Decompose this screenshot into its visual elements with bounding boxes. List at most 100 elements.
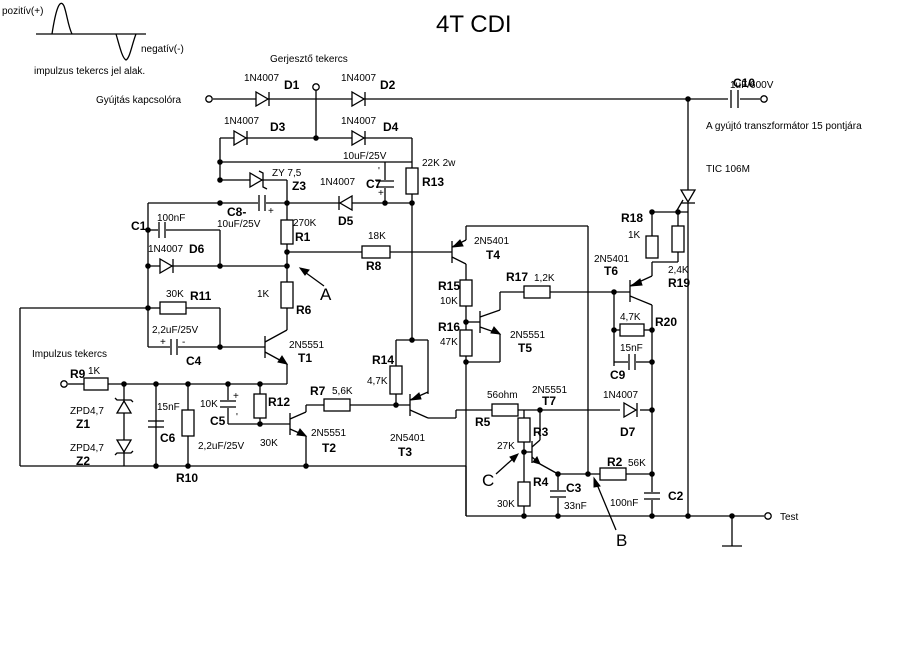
junction — [284, 249, 290, 255]
junction — [185, 381, 191, 387]
r6-ref: R6 — [296, 303, 312, 317]
resistor-r5 — [491, 403, 519, 417]
junction — [585, 471, 591, 477]
pulse-coil-label: Impulzus tekercs — [32, 349, 107, 360]
exciter-coil-label: Gerjesztő tekercs — [270, 54, 348, 65]
diode-d5 — [338, 194, 353, 212]
resistor-r18 — [645, 235, 659, 259]
ignition-switch-label: Gyújtás kapcsolóra — [96, 95, 181, 106]
capacitor-c6 — [148, 420, 164, 428]
r20-ref: R20 — [655, 315, 677, 329]
r16-value: 47K — [440, 337, 458, 348]
z2-value: ZPD4,7 — [70, 443, 104, 454]
diode-d2 — [351, 90, 366, 108]
r17-ref: R17 — [506, 270, 528, 284]
diode-d3 — [233, 129, 248, 147]
r1-ref: R1 — [295, 230, 311, 244]
capacitor-c5 — [220, 400, 236, 408]
junction — [217, 177, 223, 183]
t7-value: 2N5551 — [532, 385, 567, 396]
transistor-t3 — [409, 391, 429, 419]
d7-value: 1N4007 — [603, 390, 638, 401]
resistor-r2 — [599, 467, 627, 481]
transistor-t5 — [479, 309, 502, 335]
d4-ref: D4 — [383, 120, 399, 134]
z1-ref: Z1 — [76, 417, 90, 431]
capacitor-c2 — [644, 492, 660, 500]
c5-tick: ' — [236, 412, 238, 423]
r15-ref: R15 — [438, 279, 460, 293]
pointer-b — [595, 481, 617, 531]
t4-value: 2N5401 — [474, 236, 509, 247]
component-labels: 1N4007 D1 1N4007 D2 1N4007 D3 1N4007 D4 … — [70, 73, 774, 512]
d7-ref: D7 — [620, 425, 636, 439]
point-b-label: B — [616, 531, 627, 550]
d6-value: 1N4007 — [148, 244, 183, 255]
r3-value: 27K — [497, 441, 515, 452]
junction — [649, 471, 655, 477]
junction — [521, 513, 527, 519]
junction — [729, 513, 735, 519]
junction — [649, 513, 655, 519]
d3-value: 1N4007 — [224, 116, 259, 127]
diagram-title: 4T CDI — [436, 11, 512, 38]
t6-value: 2N5401 — [594, 254, 629, 265]
r5-ref: R5 — [475, 415, 491, 429]
junction — [225, 381, 231, 387]
c10-value: 1uF/600V — [730, 80, 774, 91]
d6-ref: D6 — [189, 242, 205, 256]
r6-value: 1K — [257, 289, 270, 300]
junction — [257, 421, 263, 427]
junction — [153, 381, 159, 387]
legend-positive: pozitív(+) — [2, 6, 43, 17]
r14-value: 4,7K — [367, 376, 388, 387]
junction — [313, 135, 319, 141]
zener-z1 — [114, 397, 134, 414]
c8-ref: C8- — [227, 205, 246, 219]
t3-value: 2N5401 — [390, 433, 425, 444]
resistor-r17 — [523, 285, 551, 299]
junction — [649, 209, 655, 215]
transistors — [264, 239, 653, 465]
junction — [217, 159, 223, 165]
junction — [257, 381, 263, 387]
r7-value: 5,6K — [332, 386, 353, 397]
junctions — [121, 96, 735, 519]
resistor-r8 — [361, 245, 391, 259]
resistor-r7 — [323, 398, 351, 412]
r12-ref: R12 — [268, 395, 290, 409]
resistor-r14 — [389, 365, 403, 395]
d2-value: 1N4007 — [341, 73, 376, 84]
t4-ref: T4 — [486, 248, 500, 262]
pulse-coil-terminal — [60, 380, 68, 388]
resistor-r13 — [405, 167, 419, 195]
resistor-r20 — [619, 323, 645, 337]
c9-value: 15nF — [620, 343, 643, 354]
capacitor-c10 — [730, 90, 739, 108]
c5-plus: + — [233, 391, 239, 402]
scr-tic106m — [675, 189, 697, 213]
capacitors — [148, 90, 739, 500]
resistor-r19 — [671, 225, 685, 253]
capacitor-c8 — [258, 195, 266, 211]
r13-value: 22K 2w — [422, 158, 456, 169]
junction — [303, 463, 309, 469]
diode-d7 — [623, 401, 638, 419]
c4-ref: C4 — [186, 354, 202, 368]
z3-value: ZY 7,5 — [272, 168, 302, 179]
c2-ref: C2 — [668, 489, 684, 503]
r10-ref: R10 — [176, 471, 198, 485]
d3-ref: D3 — [270, 120, 286, 134]
c6-value: 15nF — [157, 402, 180, 413]
transformer-label: A gyújtó transzformátor 15 pontjára — [706, 121, 862, 132]
c4-plus: + — [160, 337, 166, 348]
t7-ref: T7 — [542, 394, 556, 408]
junction — [555, 471, 561, 477]
r8-value: 18K — [368, 231, 386, 242]
resistor-r12 — [253, 393, 267, 419]
r19-ref: R19 — [668, 276, 690, 290]
t2-ref: T2 — [322, 441, 336, 455]
transistor-t7 — [531, 439, 541, 465]
point-c-label: C — [482, 471, 494, 490]
t5-ref: T5 — [518, 341, 532, 355]
